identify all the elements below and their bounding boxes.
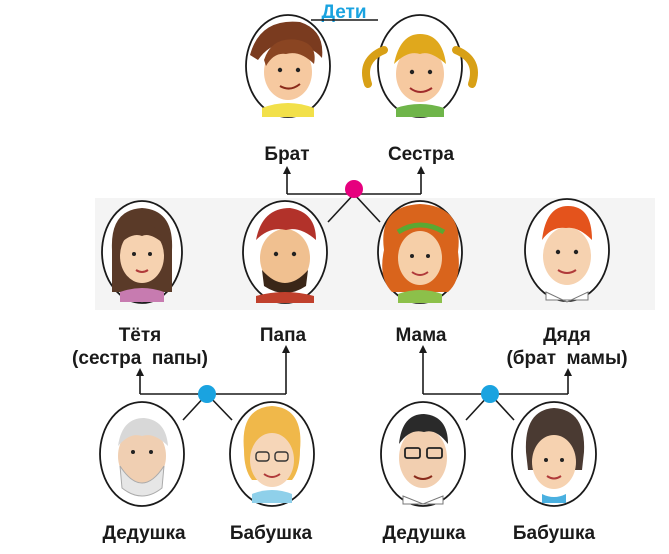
label-grandma-right: Бабушка [513,523,596,544]
label-uncle: Дядя [543,325,591,346]
portrait-dad [242,200,328,304]
label-grandpa-left: Дедушка [102,523,186,544]
mom-to-junction [353,193,381,223]
right-grandparents-junction-dot [481,385,499,403]
left-grandparents-junction-dot [198,385,216,403]
title-children: Дети [321,2,366,23]
label-grandma-left: Бабушка [230,523,313,544]
label-dad: Папа [260,325,307,346]
label-mom: Мама [396,325,447,346]
label-uncle-note: (брат мамы) [506,348,627,369]
label-aunt: Тётя [119,325,162,346]
portrait-brother [245,14,331,118]
portrait-mom [377,200,463,304]
label-aunt-note: (сестра папы) [72,348,208,369]
label-grandpa-right: Дедушка [382,523,466,544]
portrait-grandpa-left [99,401,185,507]
portrait-aunt [101,200,183,304]
portrait-uncle [524,198,610,303]
portrait-grandpa-right [380,401,466,507]
dad-to-junction [327,193,355,223]
label-sister: Сестра [388,144,455,165]
portrait-grandma-left [229,401,315,507]
portrait-grandma-right [511,401,597,507]
portrait-sister [362,14,478,118]
label-brother: Брат [264,144,309,165]
parents-junction-dot [345,180,363,198]
